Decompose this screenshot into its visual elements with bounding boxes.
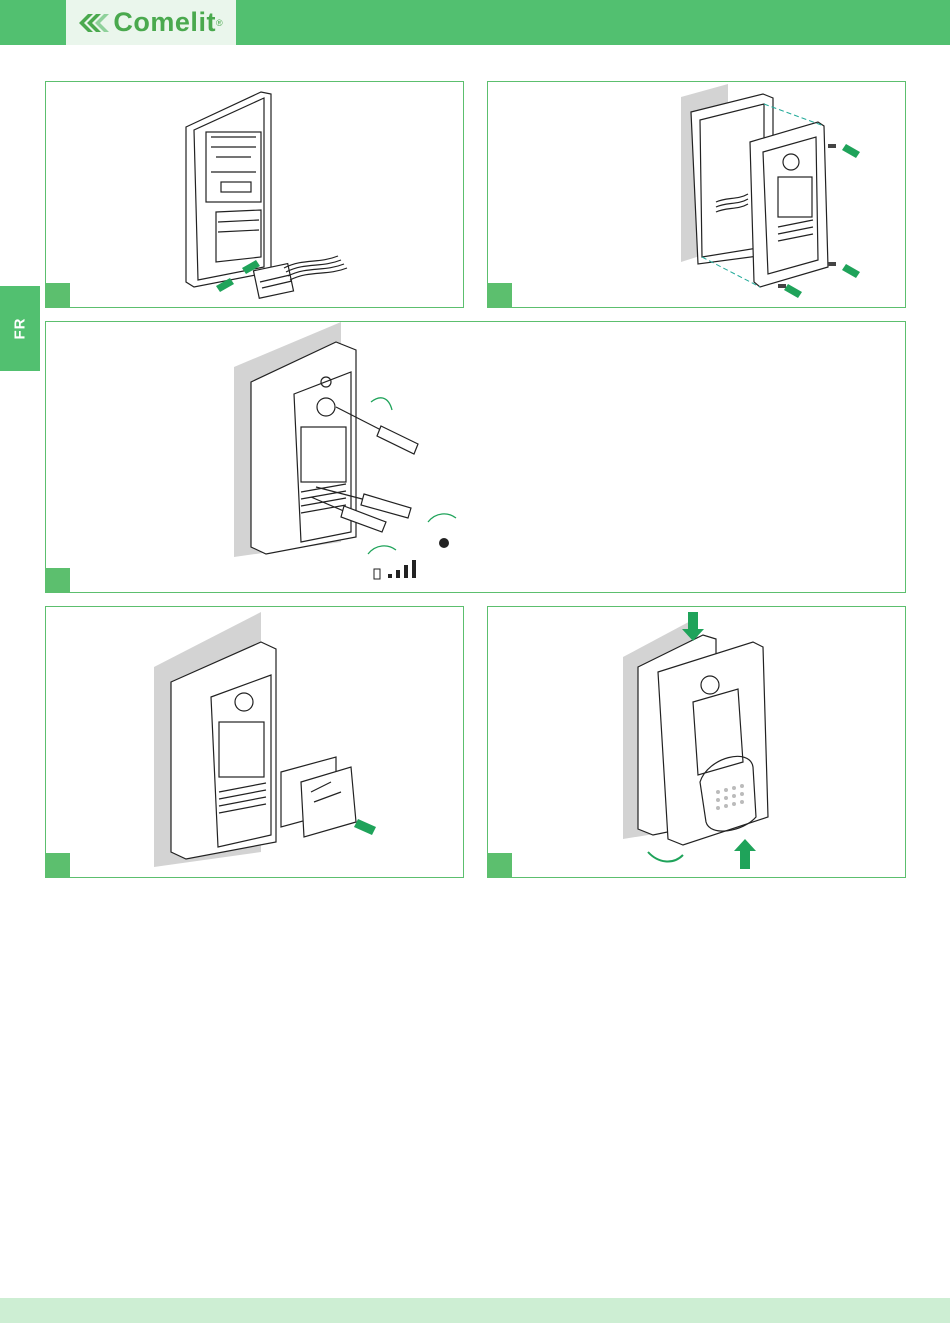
- wiring-illustration: [46, 82, 464, 308]
- cover-illustration: [488, 607, 906, 878]
- nameplate-illustration: [46, 607, 464, 878]
- comelit-mark-icon: [79, 12, 109, 34]
- footer-bar: [0, 1298, 950, 1323]
- registered-mark: ®: [216, 18, 223, 28]
- figure-panel-1: [45, 81, 464, 308]
- step-marker: [46, 853, 70, 877]
- step-marker: [488, 853, 512, 877]
- figure-panel-3: [45, 321, 906, 593]
- step-marker: [46, 568, 70, 592]
- figure-panel-5: [487, 606, 906, 878]
- adjustment-illustration: [46, 322, 906, 593]
- header-bar: Comelit ®: [0, 0, 950, 45]
- language-label: FR: [12, 318, 29, 340]
- mounting-illustration: [488, 82, 906, 308]
- step-marker: [488, 283, 512, 307]
- step-marker: [46, 283, 70, 307]
- brand-name: Comelit: [113, 7, 216, 38]
- figure-panel-4: [45, 606, 464, 878]
- figure-panel-2: [487, 81, 906, 308]
- language-tab: FR: [0, 286, 40, 371]
- brand-logo: Comelit ®: [66, 0, 236, 45]
